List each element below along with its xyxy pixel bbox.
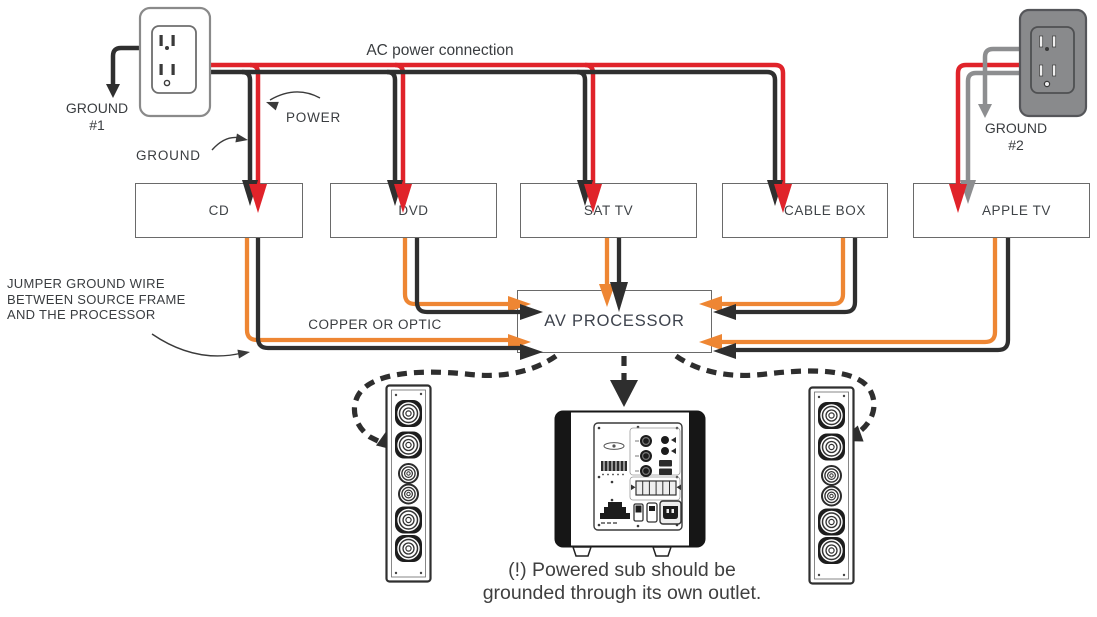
ground-wire-gray [965, 46, 1047, 182]
label-ac-power-connection: AC power connection [366, 42, 514, 59]
sub-back-panel [593, 422, 683, 531]
device-box-dvd: DVD [330, 183, 497, 238]
device-box-cd: CD [135, 183, 303, 238]
ground-2-arrow [978, 104, 992, 118]
note-line2: grounded through its own outlet. [482, 581, 762, 604]
power-outlet-2 [1018, 8, 1088, 118]
label-ground: GROUND [136, 148, 201, 163]
power-outlet-1 [138, 6, 212, 118]
av-processor-label: AV PROCESSOR [544, 312, 685, 330]
ac-power-wire-red [206, 62, 1020, 188]
speaker-cable-left [351, 353, 558, 444]
label-jumper-line3: AND THE PROCESSOR [7, 307, 156, 322]
sub-power-section [600, 500, 682, 525]
label-jumper-line2: BETWEEN SOURCE FRAME [7, 291, 186, 307]
device-label-sat-tv: SAT TV [583, 203, 634, 218]
sub-speaker-terminals [631, 480, 681, 496]
device-label-cd: CD [208, 203, 230, 218]
label-power: POWER [286, 110, 342, 125]
label-ground-2-line2: #2 [1008, 136, 1024, 153]
note-powered-sub: (!) Powered sub should be grounded throu… [420, 559, 824, 604]
sub-cable-arrow [610, 380, 638, 407]
speaker-cable-left-arrow [376, 431, 399, 451]
sub-logo [603, 442, 625, 450]
label-ground-1-line2: #1 [89, 116, 105, 133]
device-label-cable-box: CABLE BOX [784, 203, 866, 218]
left-speaker [387, 386, 431, 582]
speaker-cables-dashed [351, 353, 877, 444]
note-line1: (!) Powered sub should be [508, 559, 736, 581]
label-jumper-ground-wire: JUMPER GROUND WIRE BETWEEN SOURCE FRAME … [7, 276, 186, 323]
device-box-sat-tv: SAT TV [520, 183, 697, 238]
ground-1-arrow [106, 84, 120, 98]
device-box-cable-box: CABLE BOX [722, 183, 888, 238]
av-processor-box: AV PROCESSOR [517, 290, 712, 353]
sub-knobs [635, 435, 676, 477]
device-label-apple-tv: APPLE TV [981, 203, 1052, 218]
device-label-dvd: DVD [398, 203, 429, 218]
label-ground-1-line1: GROUND [65, 100, 129, 116]
label-copper-or-optic: COPPER OR OPTIC [308, 317, 442, 332]
speaker-cable-right-arrow [840, 425, 864, 442]
ac-ground-wire-black [110, 45, 778, 182]
label-ground-2: GROUND #2 [974, 120, 1058, 153]
right-speaker [810, 388, 854, 584]
label-jumper-line1: JUMPER GROUND WIRE [7, 276, 165, 291]
device-box-apple-tv: APPLE TV [913, 183, 1090, 238]
subwoofer [554, 410, 706, 557]
label-ground-1: GROUND #1 [55, 100, 139, 133]
speaker-cable-right [674, 353, 877, 440]
label-ground-2-line1: GROUND [984, 120, 1048, 136]
